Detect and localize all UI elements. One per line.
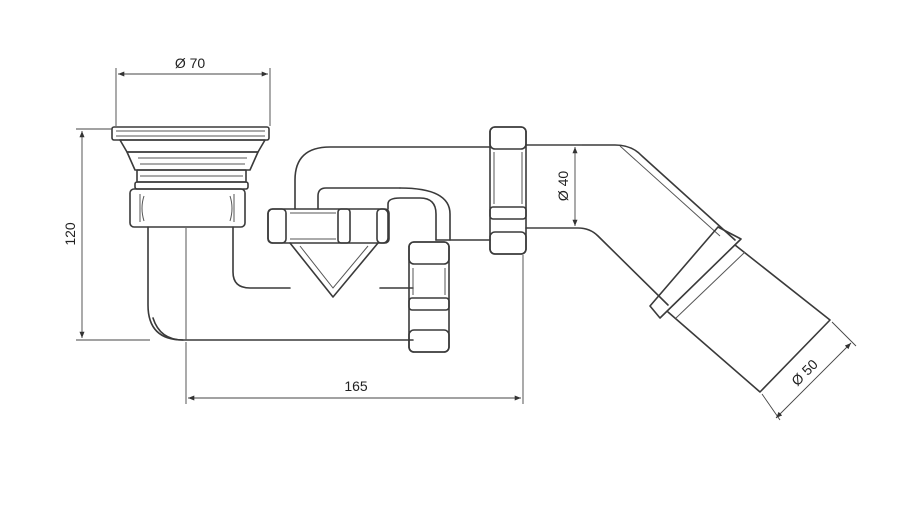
middle-nut bbox=[267, 208, 390, 244]
upper-nut bbox=[129, 188, 246, 228]
trap-cone bbox=[289, 242, 379, 298]
dimension-pipe-large: Ø 50 bbox=[761, 321, 857, 421]
drain-head bbox=[111, 126, 270, 190]
dimension-height: 120 bbox=[62, 128, 150, 341]
dimension-pipe-small: Ø 40 bbox=[528, 144, 582, 229]
dimension-height-label: 120 bbox=[62, 222, 78, 246]
dimension-top-label: Ø 70 bbox=[175, 55, 206, 71]
angled-pipe bbox=[525, 144, 736, 306]
dimension-pipe-large-label: Ø 50 bbox=[788, 356, 821, 389]
dimension-top: Ø 70 bbox=[115, 55, 271, 126]
dimension-length: 165 bbox=[185, 255, 524, 404]
pipe-nut bbox=[489, 126, 527, 255]
outlet-nut bbox=[408, 241, 450, 353]
arch-pipe bbox=[294, 146, 491, 241]
dimension-pipe-small-label: Ø 40 bbox=[555, 171, 571, 202]
trap-body bbox=[147, 226, 414, 341]
dimension-length-label: 165 bbox=[344, 378, 368, 394]
